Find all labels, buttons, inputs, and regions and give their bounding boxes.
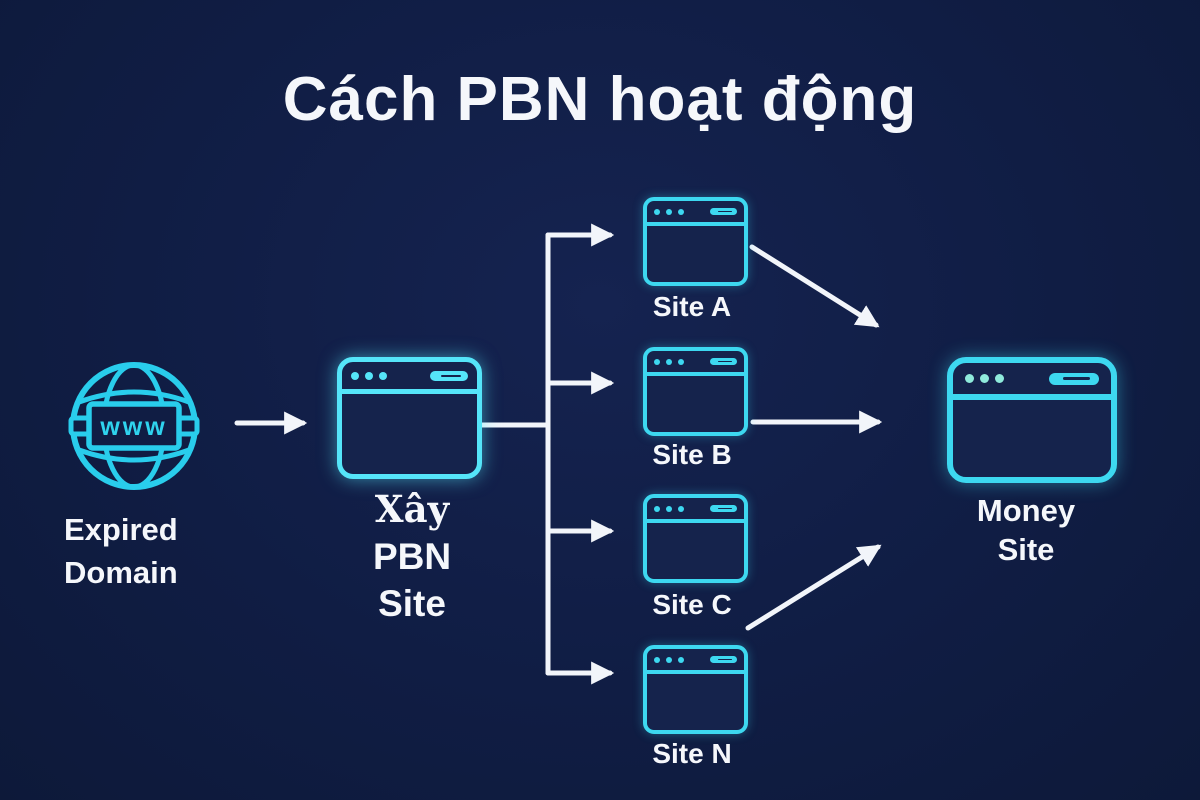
browser-titlebar — [342, 362, 477, 394]
browser-dots-icon — [965, 374, 1004, 383]
browser-body — [647, 376, 744, 432]
dot-icon — [654, 358, 660, 365]
browser-dots-icon — [654, 656, 684, 663]
dot-icon — [666, 208, 672, 215]
globe-www-box — [86, 401, 182, 451]
dot-icon — [995, 374, 1004, 383]
dot-icon — [379, 371, 387, 380]
browser-titlebar — [647, 649, 744, 674]
site-b-icon — [643, 347, 748, 436]
browser-body — [342, 394, 477, 474]
dot-icon — [678, 208, 684, 215]
dot-icon — [678, 656, 684, 663]
address-bar-icon — [710, 208, 737, 215]
browser-dots-icon — [654, 208, 684, 215]
browser-body — [953, 400, 1111, 477]
dot-icon — [666, 505, 672, 512]
dot-icon — [666, 358, 672, 365]
site-a-label: Site A — [652, 291, 732, 322]
pbn-site-label-line1: Xây — [374, 487, 450, 531]
browser-titlebar — [647, 498, 744, 523]
address-bar-icon — [710, 505, 737, 512]
pbn-site-label-line2: PBN — [372, 536, 452, 577]
address-bar-icon — [1049, 372, 1099, 385]
dot-icon — [654, 505, 660, 512]
edge-site-a-to-money — [749, 244, 880, 328]
globe-www-icon: www — [68, 362, 200, 490]
browser-dots-icon — [654, 505, 684, 512]
expired-domain-label-line1: Expired — [64, 512, 178, 547]
dot-icon — [654, 208, 660, 215]
dot-icon — [654, 656, 660, 663]
globe-www-label: www — [99, 413, 167, 441]
site-c-label: Site C — [652, 589, 732, 620]
address-bar-icon — [710, 358, 737, 365]
pbn-site-label-line3: Site — [378, 583, 446, 624]
browser-body — [647, 226, 744, 282]
edge-site-c-to-money — [745, 544, 882, 631]
dot-icon — [666, 656, 672, 663]
expired-domain-label-line2: Domain — [64, 555, 178, 590]
dot-icon — [365, 371, 373, 380]
site-n-label: Site N — [652, 738, 732, 769]
money-site-icon — [947, 357, 1117, 483]
browser-titlebar — [647, 201, 744, 226]
address-bar-icon — [710, 656, 737, 663]
browser-body — [647, 523, 744, 579]
browser-titlebar — [953, 363, 1111, 400]
money-site-label-line2: Site — [997, 532, 1055, 567]
browser-dots-icon — [351, 371, 387, 380]
money-site-label: Money Site — [947, 491, 1105, 569]
dot-icon — [351, 371, 359, 380]
site-a-icon — [643, 197, 748, 286]
pbn-site-label: Xây PBN Site — [330, 486, 494, 627]
browser-body — [647, 674, 744, 730]
pbn-site-icon — [337, 357, 482, 479]
page-title: Cách PBN hoạt động — [282, 65, 918, 134]
dot-icon — [980, 374, 989, 383]
site-c-icon — [643, 494, 748, 583]
money-site-label-line1: Money — [976, 493, 1076, 528]
dot-icon — [965, 374, 974, 383]
expired-domain-label: Expired Domain — [64, 508, 178, 594]
site-n-icon — [643, 645, 748, 734]
dot-icon — [678, 358, 684, 365]
browser-titlebar — [647, 351, 744, 376]
dot-icon — [678, 505, 684, 512]
browser-dots-icon — [654, 358, 684, 365]
address-bar-icon — [430, 370, 468, 381]
site-b-label: Site B — [652, 439, 732, 470]
